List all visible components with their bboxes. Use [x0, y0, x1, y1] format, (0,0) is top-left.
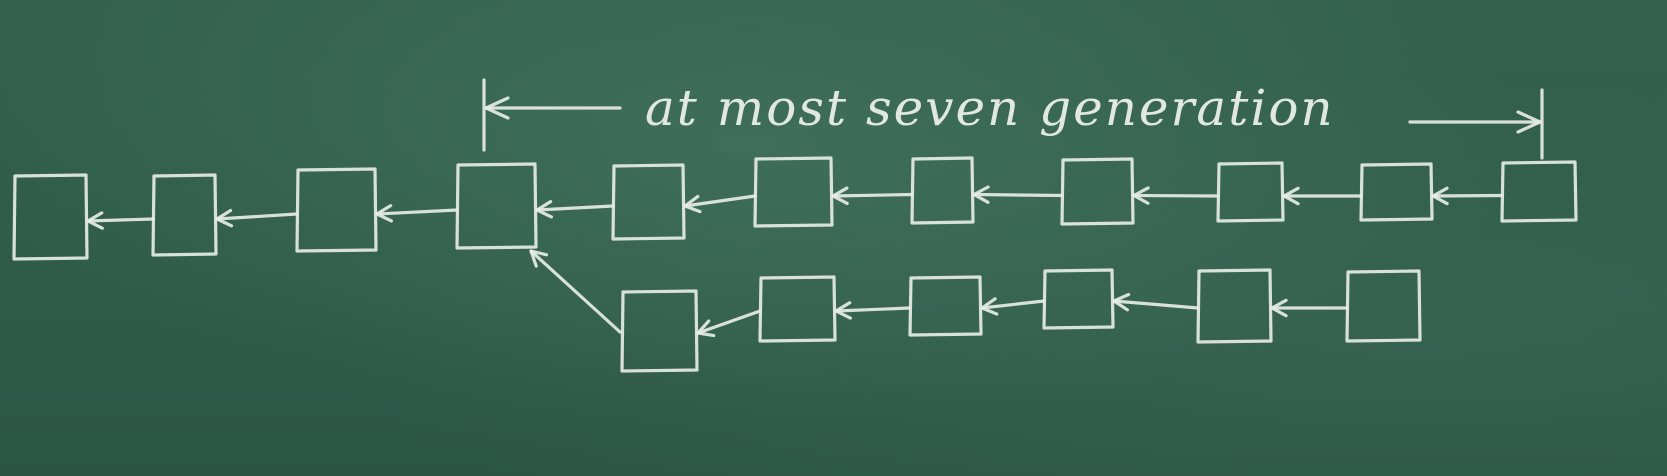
block-top-4	[455, 162, 538, 250]
bottom-chain	[620, 268, 1422, 373]
link-top-7	[972, 185, 1064, 204]
link-bottom-1	[696, 309, 762, 338]
link-bottom-4	[1112, 292, 1200, 312]
link-top-4	[535, 200, 615, 219]
link-bottom-3	[980, 297, 1046, 316]
span-right-arrowhead	[1516, 110, 1542, 134]
block-top-7	[910, 156, 975, 225]
block-bottom-2	[758, 275, 837, 343]
link-top-3	[375, 204, 459, 223]
block-top-11	[1500, 160, 1578, 223]
link-top-10	[1431, 186, 1504, 206]
block-bottom-3	[908, 275, 983, 337]
generation-span-marker	[482, 78, 1544, 160]
link-bottom-5	[1270, 298, 1349, 318]
block-top-9	[1216, 161, 1285, 223]
link-branch	[529, 249, 622, 334]
link-top-5	[683, 194, 757, 214]
span-left-arrowhead	[484, 96, 510, 120]
link-bottom-2	[834, 301, 912, 320]
link-top-1	[86, 211, 155, 230]
link-top-8	[1132, 186, 1220, 205]
block-top-8	[1060, 157, 1135, 226]
block-bottom-6	[1345, 269, 1422, 343]
link-top-2	[215, 208, 299, 228]
chain-links	[86, 185, 1504, 338]
block-bottom-4	[1042, 268, 1115, 330]
span-annotation: at most seven generation	[645, 79, 1335, 137]
block-top-10	[1359, 162, 1434, 222]
block-top-2	[151, 173, 218, 257]
link-top-9	[1282, 186, 1363, 206]
block-top-6	[753, 156, 834, 228]
block-top-1	[12, 173, 89, 261]
block-bottom-5	[1196, 268, 1273, 344]
block-top-5	[611, 163, 686, 241]
link-top-6	[831, 186, 914, 206]
block-top-3	[295, 167, 378, 253]
block-bottom-1	[620, 289, 699, 373]
top-chain	[12, 156, 1578, 261]
